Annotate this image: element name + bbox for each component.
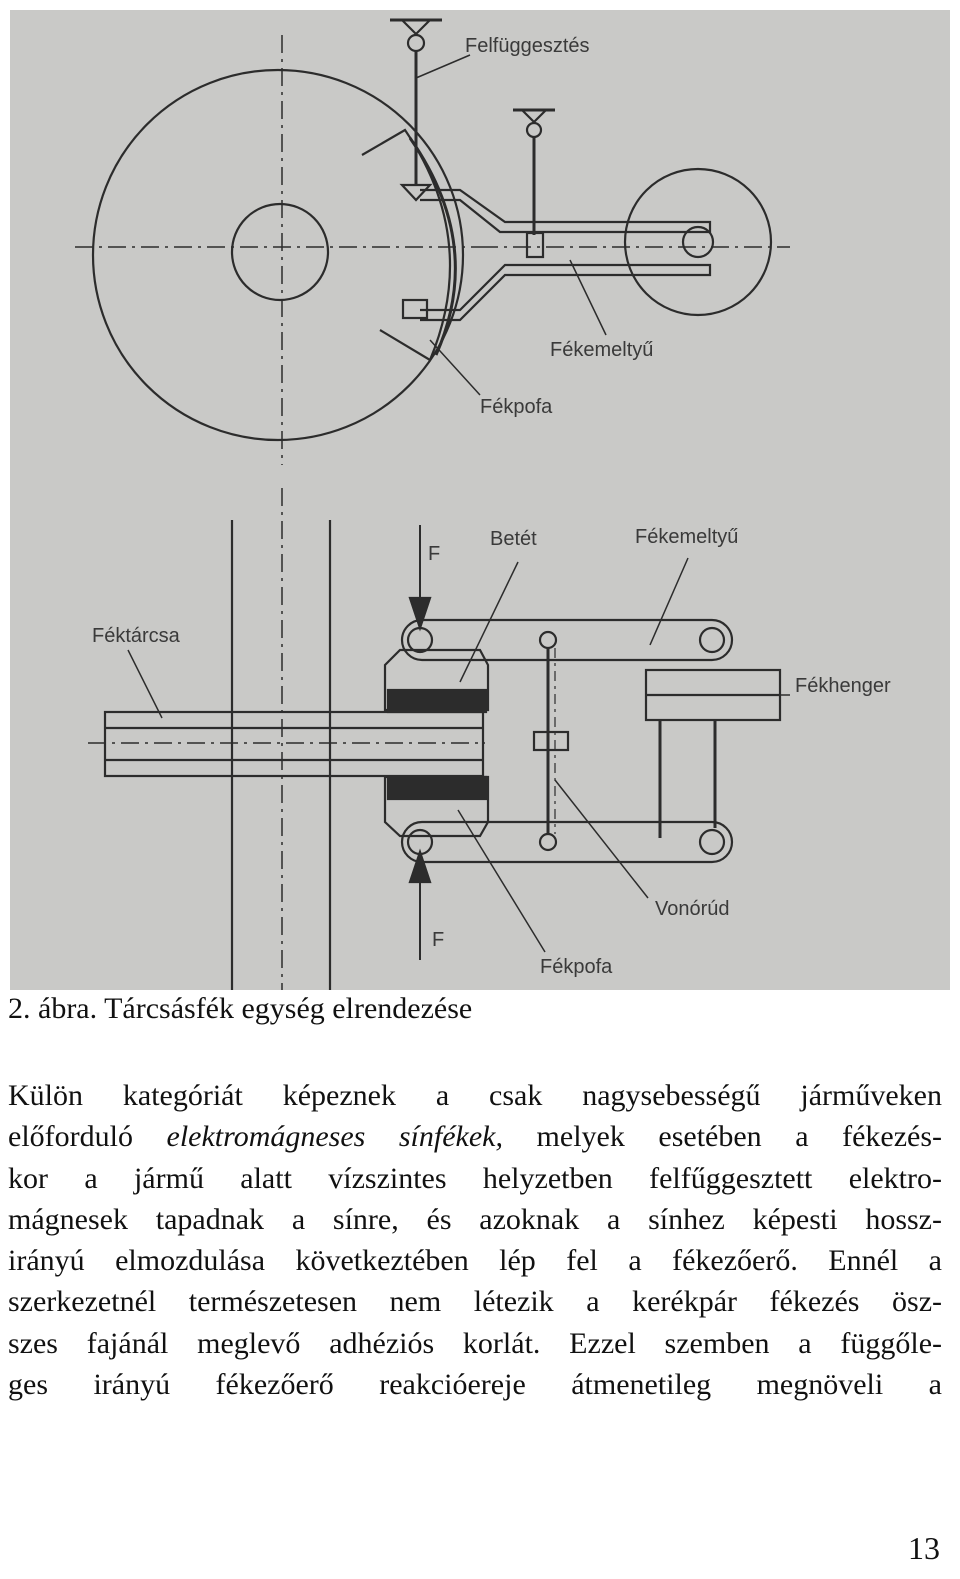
disc-pivot-circle [681, 225, 715, 259]
label-fekhenger: Fékhenger [795, 675, 891, 697]
label-fekemeltyu-bottom: Fékemeltyű [635, 526, 738, 548]
label-felfuggesztes: Felfüggesztés [465, 35, 590, 57]
label-vonorud: Vonórúd [655, 898, 730, 920]
paragraph-line: irányú elmozdulása következtében lép fel… [8, 1244, 942, 1278]
label-betet: Betét [490, 528, 537, 550]
disc-small-circle [623, 167, 773, 317]
label-f-bottom: F [432, 929, 444, 951]
paragraph-line: szerkezetnél természetesen nem létezik a… [8, 1285, 942, 1319]
label-fekemeltyu-top: Fékemeltyű [550, 339, 653, 361]
paragraph-text: melyek esetében a fékezés- [503, 1120, 942, 1154]
label-fekpofa-bottom: Fékpofa [540, 956, 613, 978]
paragraph-line: Külön kategóriát képeznek a csak nagyseb… [8, 1079, 942, 1112]
page-number: 13 [908, 1530, 940, 1566]
wheel-hub-circle [230, 202, 330, 302]
paragraph-line: szes fajánál meglevő adhéziós korlát. Ez… [8, 1326, 942, 1360]
brake-diagram-figure: Felfüggesztés Fékemeltyű Fékpofa F Betét… [10, 10, 950, 990]
brake-diagram-svg: Felfüggesztés Fékemeltyű Fékpofa F Betét… [75, 18, 891, 990]
label-fekpofa-top: Fékpofa [480, 396, 553, 418]
paragraph-line: kor a jármű alatt vízszintes helyzetben … [8, 1161, 942, 1195]
label-fektarcsa: Féktárcsa [92, 625, 181, 647]
paragraph-text: előforduló [8, 1120, 167, 1154]
emphasis-term: elektromágneses sínfékek, [166, 1120, 503, 1154]
body-paragraph: Külön kategóriát képeznek a csak nagyseb… [8, 1075, 942, 1405]
wheel-outer-circle [91, 68, 465, 442]
paragraph-line: ges irányú fékezőerő reakcióereje átmene… [8, 1368, 942, 1402]
paragraph-line: előforduló elektromágneses sínfékek, mel… [8, 1116, 942, 1157]
label-f-top: F [428, 543, 440, 565]
figure-caption: 2. ábra. Tárcsásfék egység elrendezése [8, 992, 473, 1025]
paragraph-line: mágnesek tapadnak a sínre, és azoknak a … [8, 1202, 942, 1236]
